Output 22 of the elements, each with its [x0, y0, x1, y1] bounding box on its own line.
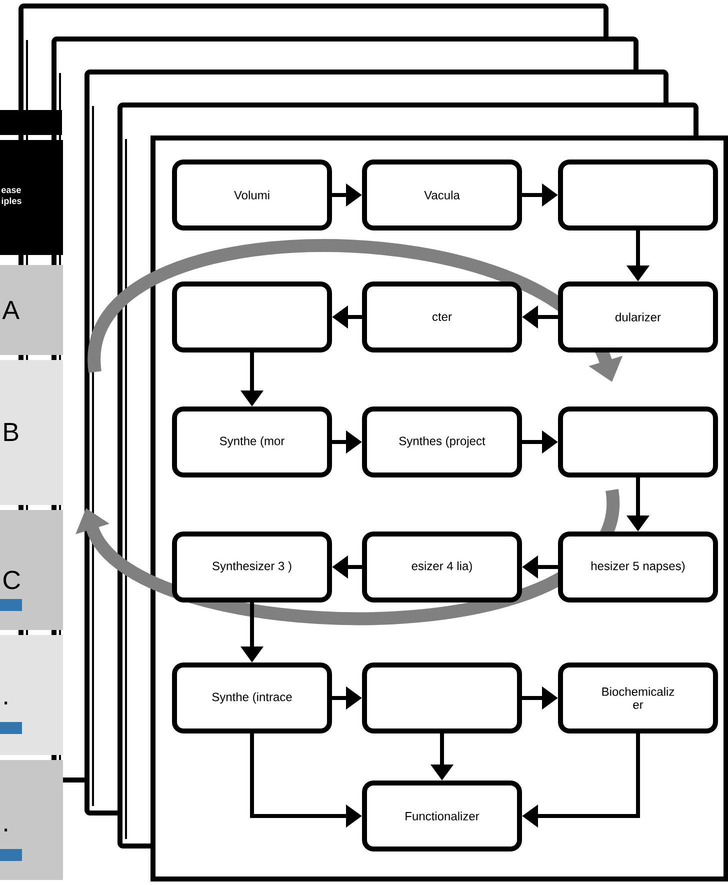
process-box: Synthe (mor [172, 406, 332, 478]
table-cell: ease iples [0, 140, 63, 255]
empty-box [172, 282, 332, 352]
table-cell: . [0, 635, 63, 755]
table-cell: C [0, 510, 63, 630]
process-box: hesizer 5 napses) [558, 532, 718, 602]
process-box: Synthe (intrace [172, 662, 332, 734]
table-cell: B [0, 360, 63, 505]
process-box: Vacula [362, 160, 522, 230]
process-box: Synthes (project [362, 406, 522, 478]
empty-box [362, 662, 522, 734]
process-box: cter [362, 282, 522, 352]
process-box: dularizer [558, 282, 718, 352]
process-box: Biochemicaliz er [558, 662, 718, 734]
process-box: Functionalizer [362, 780, 522, 852]
process-box: esizer 4 lia) [362, 532, 522, 602]
table-cell: A [0, 265, 63, 355]
process-box: Synthesizer 3 ) [172, 532, 332, 602]
empty-box [558, 160, 718, 230]
table-cell: . [0, 760, 63, 880]
process-box: Volumi [172, 160, 332, 230]
empty-box [558, 406, 718, 478]
